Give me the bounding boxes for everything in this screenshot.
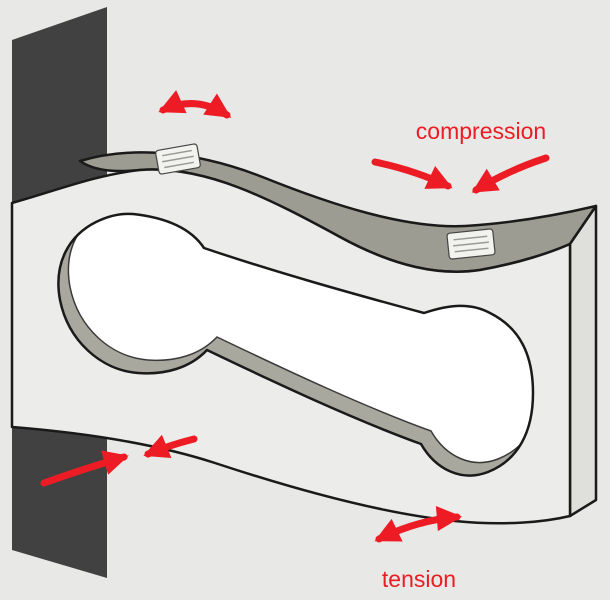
compression-arrow-left	[371, 158, 453, 190]
slab-end-face	[568, 204, 598, 518]
compression-arrow-right	[471, 154, 550, 194]
top-left-stretch-arrow	[158, 90, 232, 119]
tension-label: tension	[382, 566, 456, 592]
bone-cutout-outline	[57, 212, 535, 477]
compression-label: compression	[416, 118, 546, 144]
bottom-left-compression-arrow-right	[143, 434, 198, 459]
hatch-mark-left	[155, 143, 201, 175]
tension-arrow	[374, 505, 463, 543]
bottom-left-compression-arrow-left	[40, 450, 129, 487]
hatch-mark-right	[446, 228, 496, 260]
